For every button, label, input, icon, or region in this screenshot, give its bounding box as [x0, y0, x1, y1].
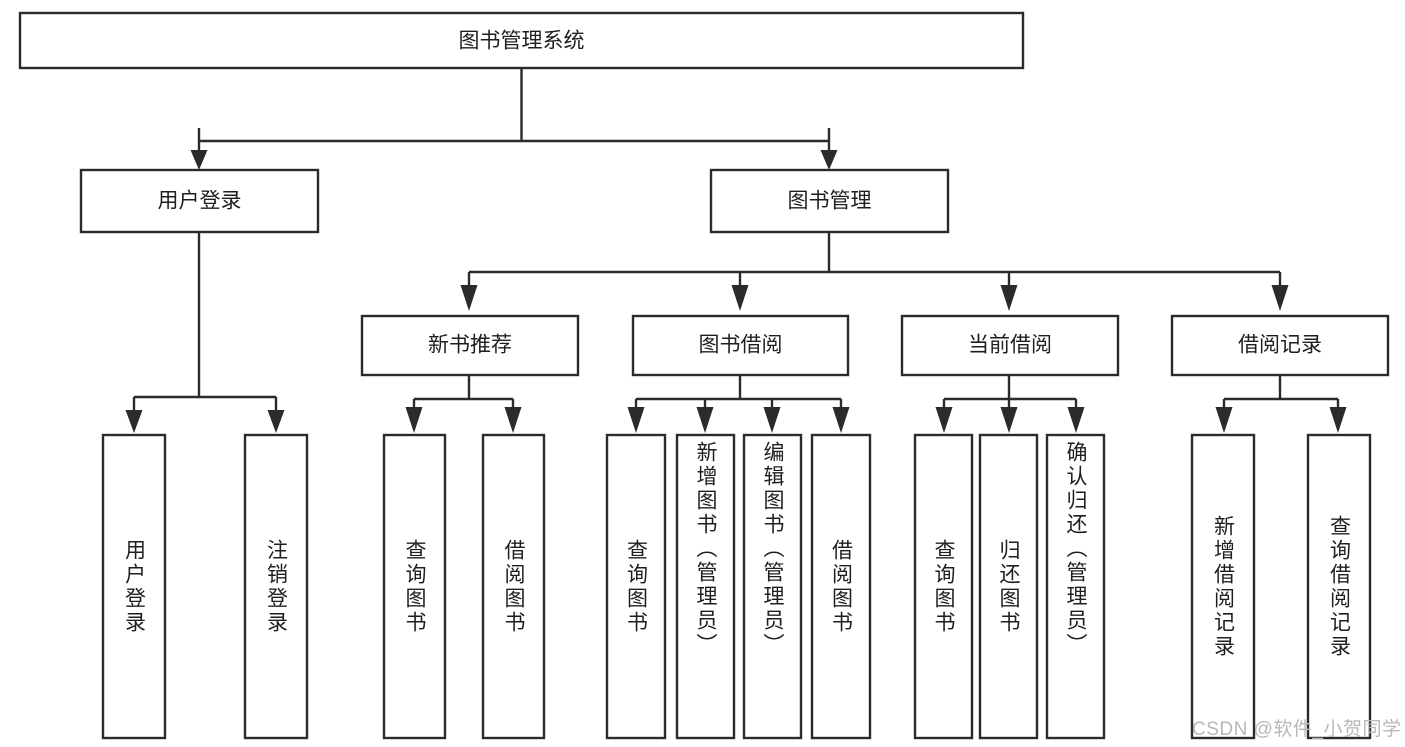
arrowhead-bookborrow-leaf-2 [696, 407, 714, 433]
node-book-management[interactable] [709, 168, 950, 234]
arrowhead-bookborrow-leaf-4 [832, 407, 850, 433]
node-new-book-recommend[interactable] [360, 314, 580, 377]
label-current-borrow: 当前借阅 [968, 334, 1052, 357]
label-leaf-query-book-1: 查询图书 [403, 538, 426, 635]
node-user-login[interactable] [79, 168, 320, 234]
connector-group-newbook [405, 375, 522, 433]
label-wrap-leaf-query-book-2: 查询图书 [607, 435, 665, 738]
arrowhead-userlogin-leaf-1 [125, 410, 143, 433]
label-leaf-user-logout: 注销登录 [264, 538, 288, 635]
watermark-text: CSDN @软件_小贺同学 [1192, 719, 1402, 740]
arrowhead-currentborrow-leaf-3 [1067, 407, 1085, 433]
node-borrow-record[interactable] [1170, 314, 1390, 377]
node-leaf-return-book[interactable] [978, 433, 1039, 740]
label-leaf-borrow-book-1: 借阅图书 [502, 538, 525, 635]
label-wrap-leaf-query-record: 查询借阅记录 [1308, 435, 1370, 738]
label-user-login: 用户登录 [158, 190, 242, 213]
node-leaf-query-book-3[interactable] [913, 433, 974, 740]
node-leaf-confirm-return[interactable] [1045, 433, 1106, 740]
arrowhead-borrowrecord-leaf-1 [1215, 407, 1233, 433]
arrowhead-userlogin-leaf-2 [267, 410, 285, 433]
node-leaf-add-book[interactable] [675, 433, 736, 740]
node-book-borrow[interactable] [631, 314, 850, 377]
node-leaf-borrow-book-2[interactable] [810, 433, 872, 740]
label-leaf-borrow-book-2: 借阅图书 [829, 538, 853, 635]
node-leaf-add-record[interactable] [1190, 433, 1256, 740]
label-wrap-leaf-confirm-return: 确认归还（管理员） [1047, 435, 1104, 738]
label-wrap-leaf-borrow-book-2: 借阅图书 [812, 435, 870, 738]
connector-group-bookborrow [627, 375, 850, 433]
label-leaf-edit-book: 编辑图书（管理员） [761, 441, 784, 657]
label-wrap-leaf-edit-book: 编辑图书（管理员） [744, 435, 801, 738]
arrowhead-root-to-userlogin [190, 150, 208, 170]
label-borrow-record: 借阅记录 [1238, 334, 1322, 357]
node-current-borrow[interactable] [900, 314, 1120, 377]
arrowhead-root-to-bookmgmt [820, 150, 838, 170]
label-book-management: 图书管理 [788, 190, 872, 213]
label-book-borrow: 图书借阅 [699, 334, 783, 357]
label-leaf-user-login: 用户登录 [122, 538, 146, 635]
label-leaf-add-record: 新增借阅记录 [1211, 514, 1235, 659]
connector-group-currentborrow [935, 375, 1085, 433]
label-wrap-leaf-user-login: 用户登录 [103, 435, 165, 738]
connector-group-bookmgmt [460, 232, 1289, 311]
label-leaf-query-book-3: 查询图书 [932, 538, 955, 635]
node-leaf-user-login[interactable] [101, 433, 167, 740]
node-leaf-query-record[interactable] [1306, 433, 1372, 740]
label-leaf-query-record: 查询借阅记录 [1327, 514, 1351, 659]
arrowhead-currentborrow-leaf-2 [1000, 407, 1018, 433]
label-leaf-return-book: 归还图书 [997, 538, 1020, 635]
arrowhead-borrowrecord-leaf-2 [1329, 407, 1347, 433]
label-wrap-leaf-user-logout: 注销登录 [245, 435, 307, 738]
arrowhead-newbook-leaf-1 [405, 407, 423, 433]
arrowhead-bookmgmt-child-1 [460, 285, 478, 311]
arrowhead-bookmgmt-child-2 [731, 285, 749, 311]
arrowhead-bookmgmt-child-3 [1000, 285, 1018, 311]
node-root[interactable] [18, 11, 1025, 70]
label-leaf-add-book: 新增图书（管理员） [694, 441, 717, 657]
label-root: 图书管理系统 [459, 30, 585, 53]
label-wrap-leaf-query-book-3: 查询图书 [915, 435, 972, 738]
node-leaf-borrow-book-1[interactable] [481, 433, 546, 740]
node-leaf-query-book-2[interactable] [605, 433, 667, 740]
arrowhead-newbook-leaf-2 [504, 407, 522, 433]
label-wrap-leaf-return-book: 归还图书 [980, 435, 1037, 738]
connector-group-userlogin [125, 232, 285, 433]
label-wrap-leaf-add-record: 新增借阅记录 [1192, 435, 1254, 738]
label-leaf-confirm-return: 确认归还（管理员） [1064, 441, 1087, 657]
arrowhead-currentborrow-leaf-1 [935, 407, 953, 433]
connector-group-borrowrecord [1215, 375, 1347, 433]
label-leaf-query-book-2: 查询图书 [624, 538, 648, 635]
node-leaf-query-book-1[interactable] [382, 433, 447, 740]
label-wrap-leaf-add-book: 新增图书（管理员） [677, 435, 734, 738]
label-wrap-leaf-query-book-1: 查询图书 [384, 435, 445, 738]
node-leaf-edit-book[interactable] [742, 433, 803, 740]
arrowhead-bookborrow-leaf-1 [627, 407, 645, 433]
node-leaf-user-logout[interactable] [243, 433, 309, 740]
arrowhead-bookborrow-leaf-3 [763, 407, 781, 433]
label-wrap-leaf-borrow-book-1: 借阅图书 [483, 435, 544, 738]
connector-group-root [190, 68, 838, 170]
arrowhead-bookmgmt-child-4 [1271, 285, 1289, 311]
label-new-book-recommend: 新书推荐 [428, 334, 512, 357]
